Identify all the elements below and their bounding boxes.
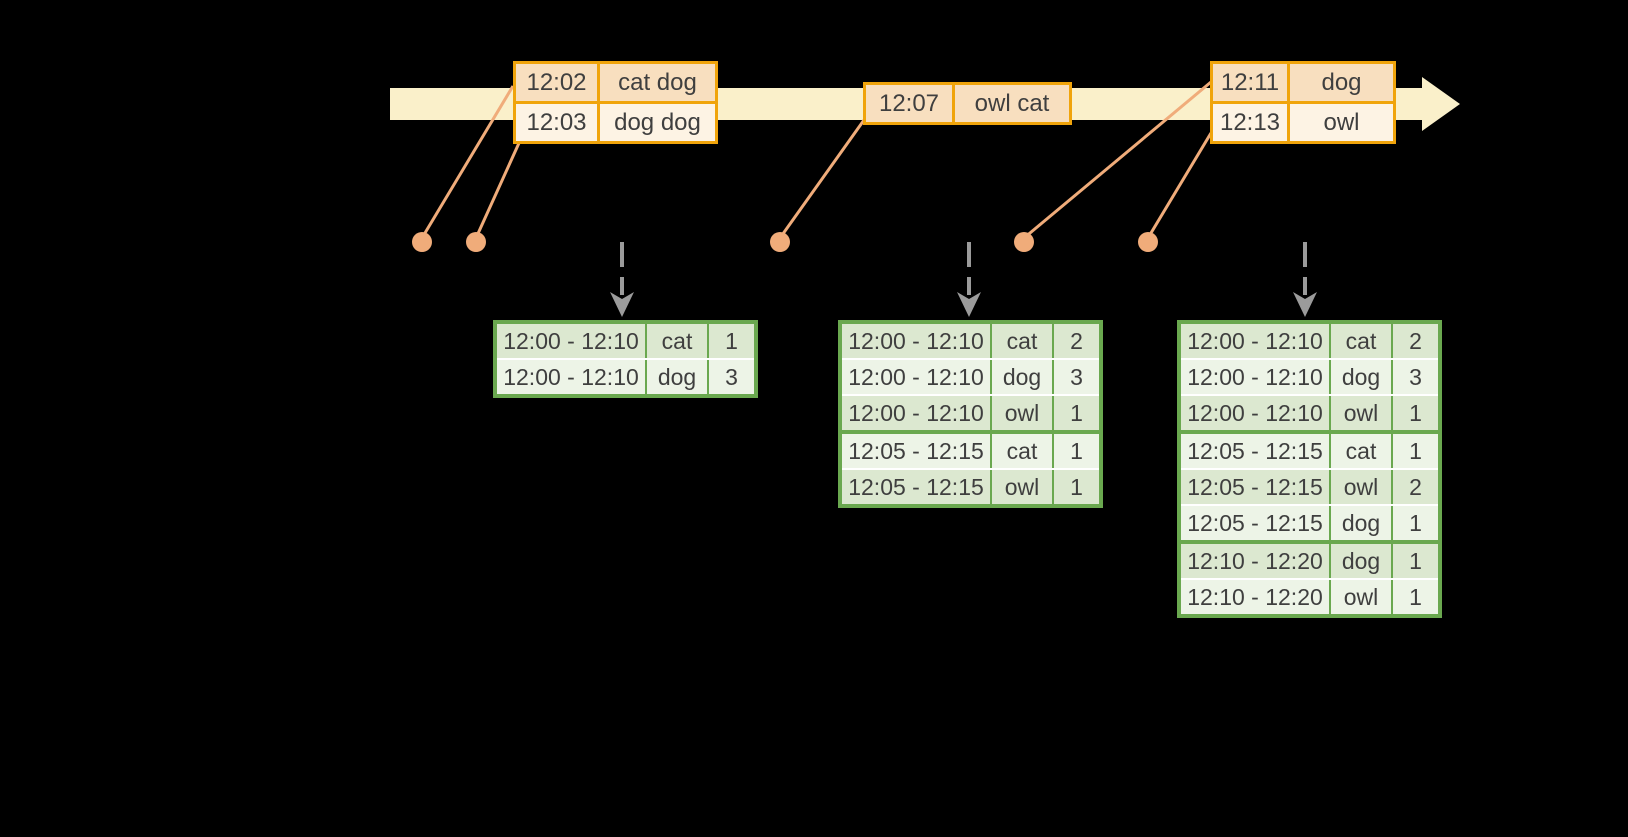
word-cell: dog bbox=[1329, 506, 1391, 540]
connector-line bbox=[1023, 80, 1212, 240]
word-cell: owl bbox=[1329, 470, 1391, 504]
connector-lines bbox=[420, 80, 1213, 240]
count-cell: 1 bbox=[1391, 506, 1438, 540]
word-cell: owl bbox=[1329, 580, 1391, 614]
word-cell: owl bbox=[990, 396, 1052, 430]
window-cell: 12:05 - 12:15 bbox=[1181, 470, 1329, 504]
word-cell: cat bbox=[1329, 434, 1391, 468]
trigger-arrows bbox=[610, 242, 1317, 317]
event-dot bbox=[1138, 232, 1158, 252]
result-row: 12:05 - 12:15 cat 1 bbox=[842, 430, 1099, 468]
event-table: 12:02 cat dog 12:03 dog dog bbox=[513, 61, 718, 144]
word-cell: cat bbox=[990, 434, 1052, 468]
connector-line bbox=[1146, 132, 1213, 239]
count-cell: 1 bbox=[707, 324, 754, 358]
word-cell: cat bbox=[645, 324, 707, 358]
result-row: 12:00 - 12:10 cat 1 bbox=[497, 324, 754, 358]
result-row: 12:05 - 12:15 owl 2 bbox=[1181, 468, 1438, 504]
event-time-cell: 12:02 bbox=[516, 64, 597, 101]
result-table: 12:00 - 12:10 cat 2 12:00 - 12:10 dog 3 … bbox=[838, 320, 1103, 508]
result-table: 12:00 - 12:10 cat 2 12:00 - 12:10 dog 3 … bbox=[1177, 320, 1442, 618]
event-dot bbox=[412, 232, 432, 252]
window-cell: 12:00 - 12:10 bbox=[1181, 324, 1329, 358]
event-dot bbox=[1014, 232, 1034, 252]
window-cell: 12:00 - 12:10 bbox=[842, 360, 990, 394]
result-row: 12:10 - 12:20 owl 1 bbox=[1181, 578, 1438, 614]
result-row: 12:00 - 12:10 owl 1 bbox=[1181, 394, 1438, 430]
connector-line bbox=[778, 119, 866, 239]
window-cell: 12:00 - 12:10 bbox=[842, 396, 990, 430]
word-cell: dog bbox=[645, 360, 707, 394]
word-cell: owl bbox=[1329, 396, 1391, 430]
window-cell: 12:05 - 12:15 bbox=[1181, 506, 1329, 540]
connector-line bbox=[420, 85, 515, 239]
result-row: 12:05 - 12:15 owl 1 bbox=[842, 468, 1099, 504]
window-cell: 12:00 - 12:10 bbox=[842, 324, 990, 358]
event-time-cell: 12:07 bbox=[866, 85, 952, 122]
word-cell: dog bbox=[1329, 360, 1391, 394]
count-cell: 1 bbox=[1052, 470, 1099, 504]
result-row: 12:00 - 12:10 dog 3 bbox=[497, 358, 754, 394]
word-cell: dog bbox=[990, 360, 1052, 394]
event-words-cell: cat dog bbox=[600, 64, 715, 101]
event-dots bbox=[412, 232, 1158, 252]
window-cell: 12:10 - 12:20 bbox=[1181, 544, 1329, 578]
event-table: 12:07 owl cat bbox=[863, 82, 1072, 125]
event-words-cell: dog dog bbox=[600, 104, 715, 141]
count-cell: 2 bbox=[1052, 324, 1099, 358]
window-cell: 12:05 - 12:15 bbox=[842, 434, 990, 468]
event-time-cell: 12:11 bbox=[1213, 64, 1287, 101]
window-cell: 12:00 - 12:10 bbox=[1181, 396, 1329, 430]
window-cell: 12:00 - 12:10 bbox=[497, 360, 645, 394]
count-cell: 1 bbox=[1052, 434, 1099, 468]
window-cell: 12:00 - 12:10 bbox=[497, 324, 645, 358]
count-cell: 1 bbox=[1391, 434, 1438, 468]
word-cell: cat bbox=[1329, 324, 1391, 358]
word-cell: dog bbox=[1329, 544, 1391, 578]
result-row: 12:00 - 12:10 owl 1 bbox=[842, 394, 1099, 430]
event-time-cell: 12:13 bbox=[1213, 104, 1287, 141]
event-dot bbox=[770, 232, 790, 252]
timeline-arrowhead-icon bbox=[1422, 77, 1460, 131]
event-words-cell: owl bbox=[1290, 104, 1393, 141]
count-cell: 1 bbox=[1052, 396, 1099, 430]
result-table: 12:00 - 12:10 cat 1 12:00 - 12:10 dog 3 bbox=[493, 320, 758, 398]
count-cell: 3 bbox=[1052, 360, 1099, 394]
result-row: 12:00 - 12:10 dog 3 bbox=[1181, 358, 1438, 394]
count-cell: 1 bbox=[1391, 580, 1438, 614]
count-cell: 2 bbox=[1391, 470, 1438, 504]
window-cell: 12:10 - 12:20 bbox=[1181, 580, 1329, 614]
count-cell: 3 bbox=[707, 360, 754, 394]
result-row: 12:00 - 12:10 dog 3 bbox=[842, 358, 1099, 394]
count-cell: 1 bbox=[1391, 396, 1438, 430]
count-cell: 2 bbox=[1391, 324, 1438, 358]
trigger-arrowhead-icon bbox=[957, 292, 981, 317]
result-row: 12:10 - 12:20 dog 1 bbox=[1181, 540, 1438, 578]
event-table: 12:11 dog 12:13 owl bbox=[1210, 61, 1396, 144]
result-row: 12:00 - 12:10 cat 2 bbox=[1181, 324, 1438, 358]
connector-line bbox=[474, 142, 521, 239]
event-words-cell: dog bbox=[1290, 64, 1393, 101]
event-words-cell: owl cat bbox=[955, 85, 1069, 122]
window-cell: 12:05 - 12:15 bbox=[1181, 434, 1329, 468]
window-cell: 12:05 - 12:15 bbox=[842, 470, 990, 504]
result-row: 12:05 - 12:15 cat 1 bbox=[1181, 430, 1438, 468]
trigger-arrowhead-icon bbox=[1293, 292, 1317, 317]
event-dot bbox=[466, 232, 486, 252]
trigger-arrowhead-icon bbox=[610, 292, 634, 317]
window-cell: 12:00 - 12:10 bbox=[1181, 360, 1329, 394]
count-cell: 1 bbox=[1391, 544, 1438, 578]
word-cell: owl bbox=[990, 470, 1052, 504]
event-time-cell: 12:03 bbox=[516, 104, 597, 141]
result-row: 12:05 - 12:15 dog 1 bbox=[1181, 504, 1438, 540]
result-row: 12:00 - 12:10 cat 2 bbox=[842, 324, 1099, 358]
word-cell: cat bbox=[990, 324, 1052, 358]
count-cell: 3 bbox=[1391, 360, 1438, 394]
